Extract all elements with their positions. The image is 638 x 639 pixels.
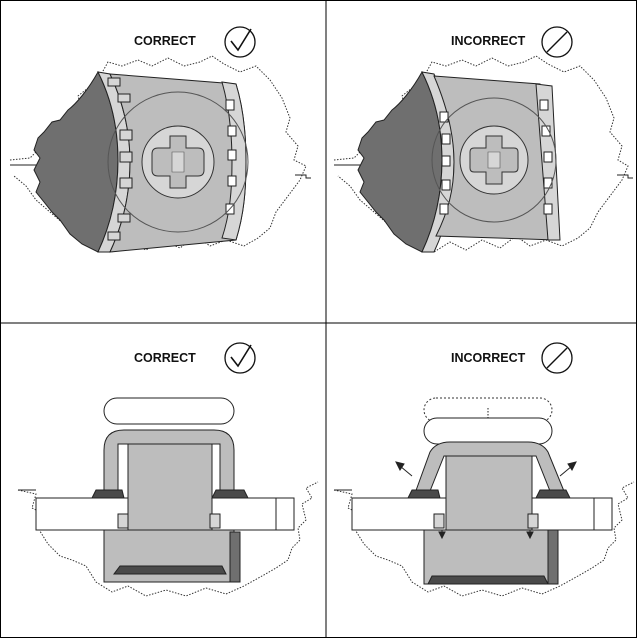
panel-bottom-left: CORRECT bbox=[17, 342, 319, 597]
screw-head-icon bbox=[459, 125, 529, 195]
gaskets bbox=[91, 489, 249, 575]
press-pad bbox=[423, 417, 553, 445]
gaskets bbox=[407, 489, 571, 585]
check-icon bbox=[224, 26, 256, 58]
side-strip bbox=[547, 529, 559, 585]
spring-inserts bbox=[433, 513, 539, 529]
outward-arrows bbox=[395, 461, 577, 477]
panel-label: INCORRECT bbox=[451, 34, 526, 48]
panel-label: CORRECT bbox=[134, 34, 196, 48]
panel-label: INCORRECT bbox=[451, 351, 526, 365]
prohibited-icon bbox=[541, 342, 573, 374]
right-notches bbox=[539, 99, 553, 215]
panel-top-right: INCORRECT bbox=[333, 26, 633, 253]
clamp-circle bbox=[107, 91, 249, 233]
prohibited-icon bbox=[541, 26, 573, 58]
press-pad bbox=[103, 397, 235, 425]
screw-head-icon bbox=[141, 125, 215, 199]
dark-wall bbox=[33, 70, 119, 253]
panel-bottom-right: INCORRECT bbox=[333, 342, 635, 597]
left-notches bbox=[107, 77, 133, 241]
dark-wall bbox=[357, 70, 443, 253]
right-flange bbox=[221, 81, 247, 241]
spring-inserts bbox=[117, 513, 221, 529]
check-icon bbox=[224, 342, 256, 374]
down-arrows bbox=[438, 518, 534, 540]
panel-label: CORRECT bbox=[134, 351, 196, 365]
left-notches bbox=[439, 111, 451, 215]
clamp-circle bbox=[431, 97, 557, 223]
panel-top-left: CORRECT bbox=[9, 26, 311, 253]
side-strip bbox=[229, 531, 241, 583]
